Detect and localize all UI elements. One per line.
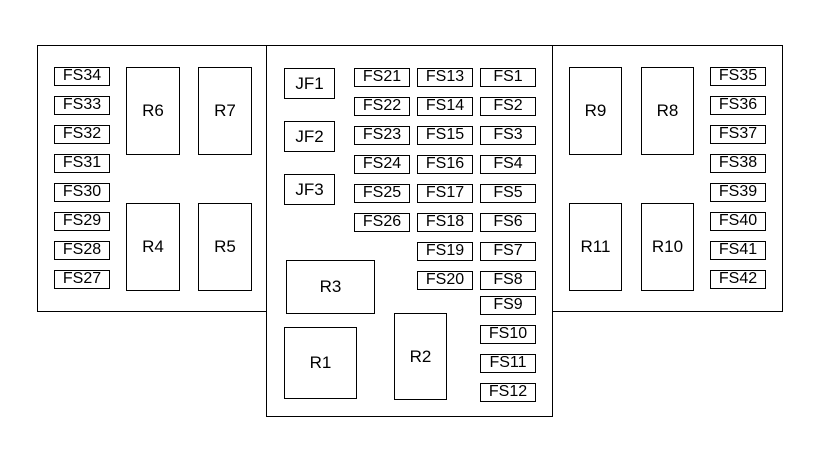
relay-r5: R5 (198, 203, 252, 291)
fuse-fs2: FS2 (480, 97, 536, 116)
jfuse-jf2: JF2 (284, 121, 335, 152)
fuse-fs10: FS10 (480, 325, 536, 344)
relay-r1: R1 (284, 327, 357, 399)
fuse-fs30: FS30 (54, 183, 110, 202)
relay-r2: R2 (394, 313, 447, 400)
fuse-fs37: FS37 (710, 125, 766, 144)
fuse-fs11: FS11 (480, 354, 536, 373)
fuse-fs21: FS21 (354, 68, 410, 87)
fuse-fs8: FS8 (480, 271, 536, 290)
fuse-fs41: FS41 (710, 241, 766, 260)
fuse-fs9: FS9 (480, 296, 536, 315)
fuse-fs36: FS36 (710, 96, 766, 115)
left-fuse-panel: FS34 FS33 FS32 FS31 FS30 FS29 FS28 FS27 … (37, 45, 268, 312)
relay-r7: R7 (198, 67, 252, 155)
fuse-fs24: FS24 (354, 155, 410, 174)
relay-r8: R8 (641, 67, 694, 155)
fuse-fs4: FS4 (480, 155, 536, 174)
fuse-fs34: FS34 (54, 67, 110, 86)
fuse-fs1: FS1 (480, 68, 536, 87)
fuse-fs5: FS5 (480, 184, 536, 203)
fuse-fs35: FS35 (710, 67, 766, 86)
fuse-fs18: FS18 (417, 213, 473, 232)
fuse-fs32: FS32 (54, 125, 110, 144)
jfuse-jf3: JF3 (284, 174, 335, 205)
fuse-fs38: FS38 (710, 154, 766, 173)
jfuse-jf1: JF1 (284, 68, 335, 99)
fuse-fs29: FS29 (54, 212, 110, 231)
fuse-fs15: FS15 (417, 126, 473, 145)
relay-r3: R3 (286, 260, 375, 314)
right-fuse-panel: R9 R8 R11 R10 FS35 FS36 FS37 FS38 FS39 F… (552, 45, 783, 312)
fuse-fs28: FS28 (54, 241, 110, 260)
fuse-fs42: FS42 (710, 270, 766, 289)
fuse-fs31: FS31 (54, 154, 110, 173)
fuse-fs40: FS40 (710, 212, 766, 231)
fuse-fs3: FS3 (480, 126, 536, 145)
fuse-fs39: FS39 (710, 183, 766, 202)
fuse-fs12: FS12 (480, 383, 536, 402)
fuse-fs23: FS23 (354, 126, 410, 145)
fuse-fs20: FS20 (417, 271, 473, 290)
center-fuse-panel: JF1 JF2 JF3 FS21 FS22 FS23 FS24 FS25 FS2… (266, 45, 553, 417)
fuse-fs16: FS16 (417, 155, 473, 174)
fuse-fs17: FS17 (417, 184, 473, 203)
fuse-fs13: FS13 (417, 68, 473, 87)
relay-r10: R10 (641, 203, 694, 291)
relay-r11: R11 (569, 203, 622, 291)
fuse-fs14: FS14 (417, 97, 473, 116)
fuse-fs19: FS19 (417, 242, 473, 261)
fuse-fs26: FS26 (354, 213, 410, 232)
relay-r6: R6 (126, 67, 180, 155)
fuse-fs25: FS25 (354, 184, 410, 203)
fuse-fs27: FS27 (54, 270, 110, 289)
relay-r9: R9 (569, 67, 622, 155)
fuse-fs7: FS7 (480, 242, 536, 261)
relay-r4: R4 (126, 203, 180, 291)
fuse-fs6: FS6 (480, 213, 536, 232)
fuse-fs22: FS22 (354, 97, 410, 116)
fuse-fs33: FS33 (54, 96, 110, 115)
